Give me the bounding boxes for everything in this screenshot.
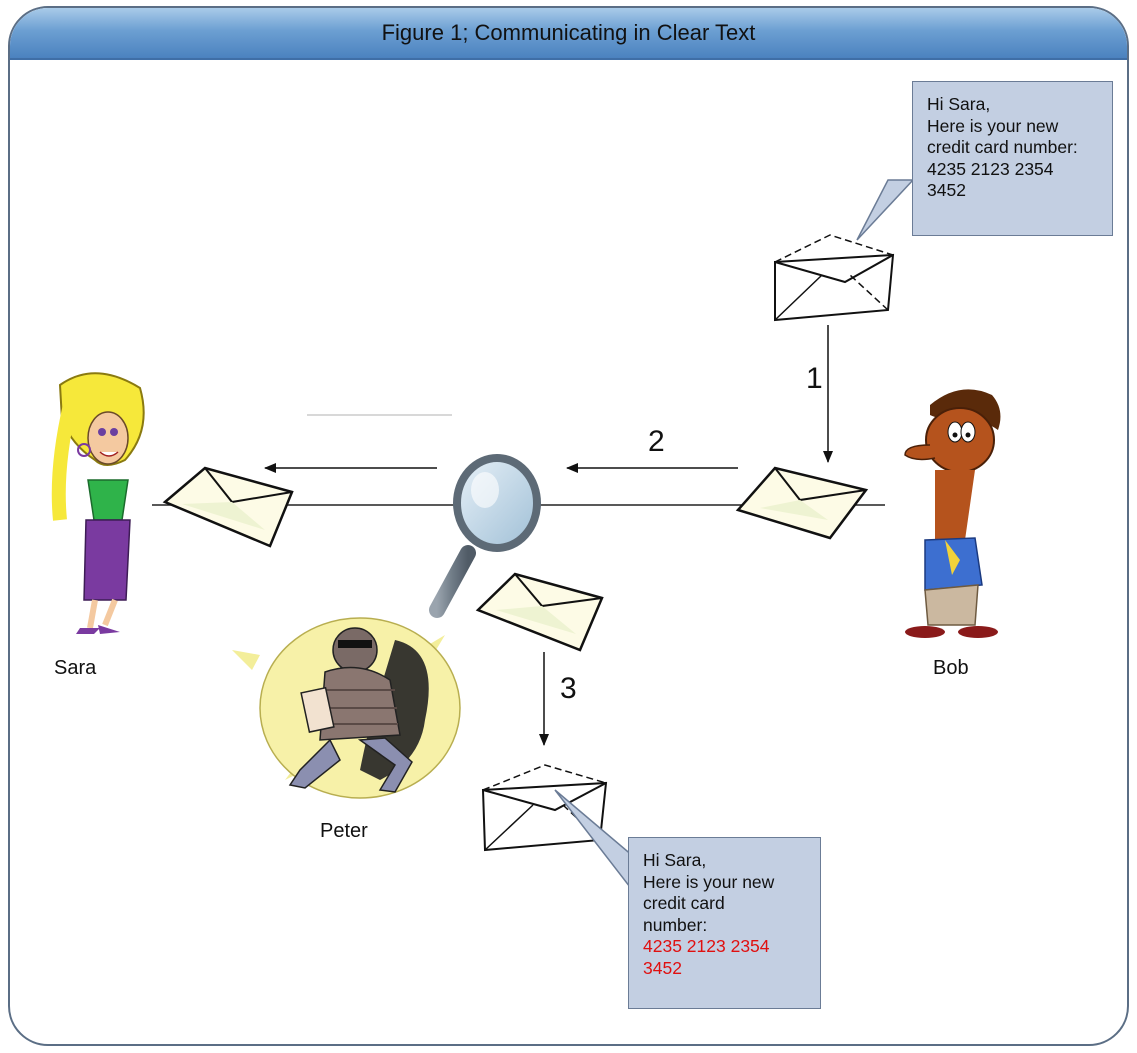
title-bar: Figure 1; Communicating in Clear Text bbox=[10, 8, 1127, 60]
envelope-icon bbox=[735, 466, 869, 540]
step-label-3: 3 bbox=[560, 672, 577, 705]
sara-figure bbox=[51, 372, 145, 634]
envelope-icon bbox=[481, 764, 608, 852]
message-line: credit card number: bbox=[927, 137, 1078, 157]
credit-card-number-line: 4235 2123 2354 bbox=[643, 936, 770, 956]
message-line: 4235 2123 2354 bbox=[927, 158, 1054, 179]
figure-title: Figure 1; Communicating in Clear Text bbox=[381, 20, 756, 45]
message-line: Here is your new bbox=[643, 871, 775, 892]
credit-card-number-line: 3452 bbox=[643, 957, 682, 978]
message-line: credit card bbox=[643, 893, 725, 913]
sara-label: Sara bbox=[54, 657, 97, 679]
message-line: Hi Sara, bbox=[643, 850, 707, 870]
peter-figure bbox=[232, 617, 461, 799]
message-line: Hi Sara, bbox=[927, 94, 991, 114]
message-bubble-intercepted: Hi Sara, Here is your new credit card nu… bbox=[628, 837, 821, 1009]
bob-label: Bob bbox=[933, 657, 969, 679]
message-line: number: bbox=[643, 914, 708, 935]
message-line: Here is your new bbox=[927, 115, 1059, 136]
envelope-icon bbox=[774, 234, 895, 322]
message-bubble-sent: Hi Sara, Here is your new credit card nu… bbox=[912, 81, 1113, 236]
bob-figure bbox=[904, 389, 1001, 638]
bubble-tail bbox=[856, 179, 915, 241]
step-label-2: 2 bbox=[648, 425, 665, 458]
peter-label: Peter bbox=[320, 820, 368, 842]
envelope-icon bbox=[162, 466, 294, 548]
envelope-icon bbox=[475, 572, 604, 652]
step-label-1: 1 bbox=[806, 362, 823, 395]
magnifying-glass-icon bbox=[429, 454, 541, 618]
message-line: 3452 bbox=[927, 180, 966, 200]
